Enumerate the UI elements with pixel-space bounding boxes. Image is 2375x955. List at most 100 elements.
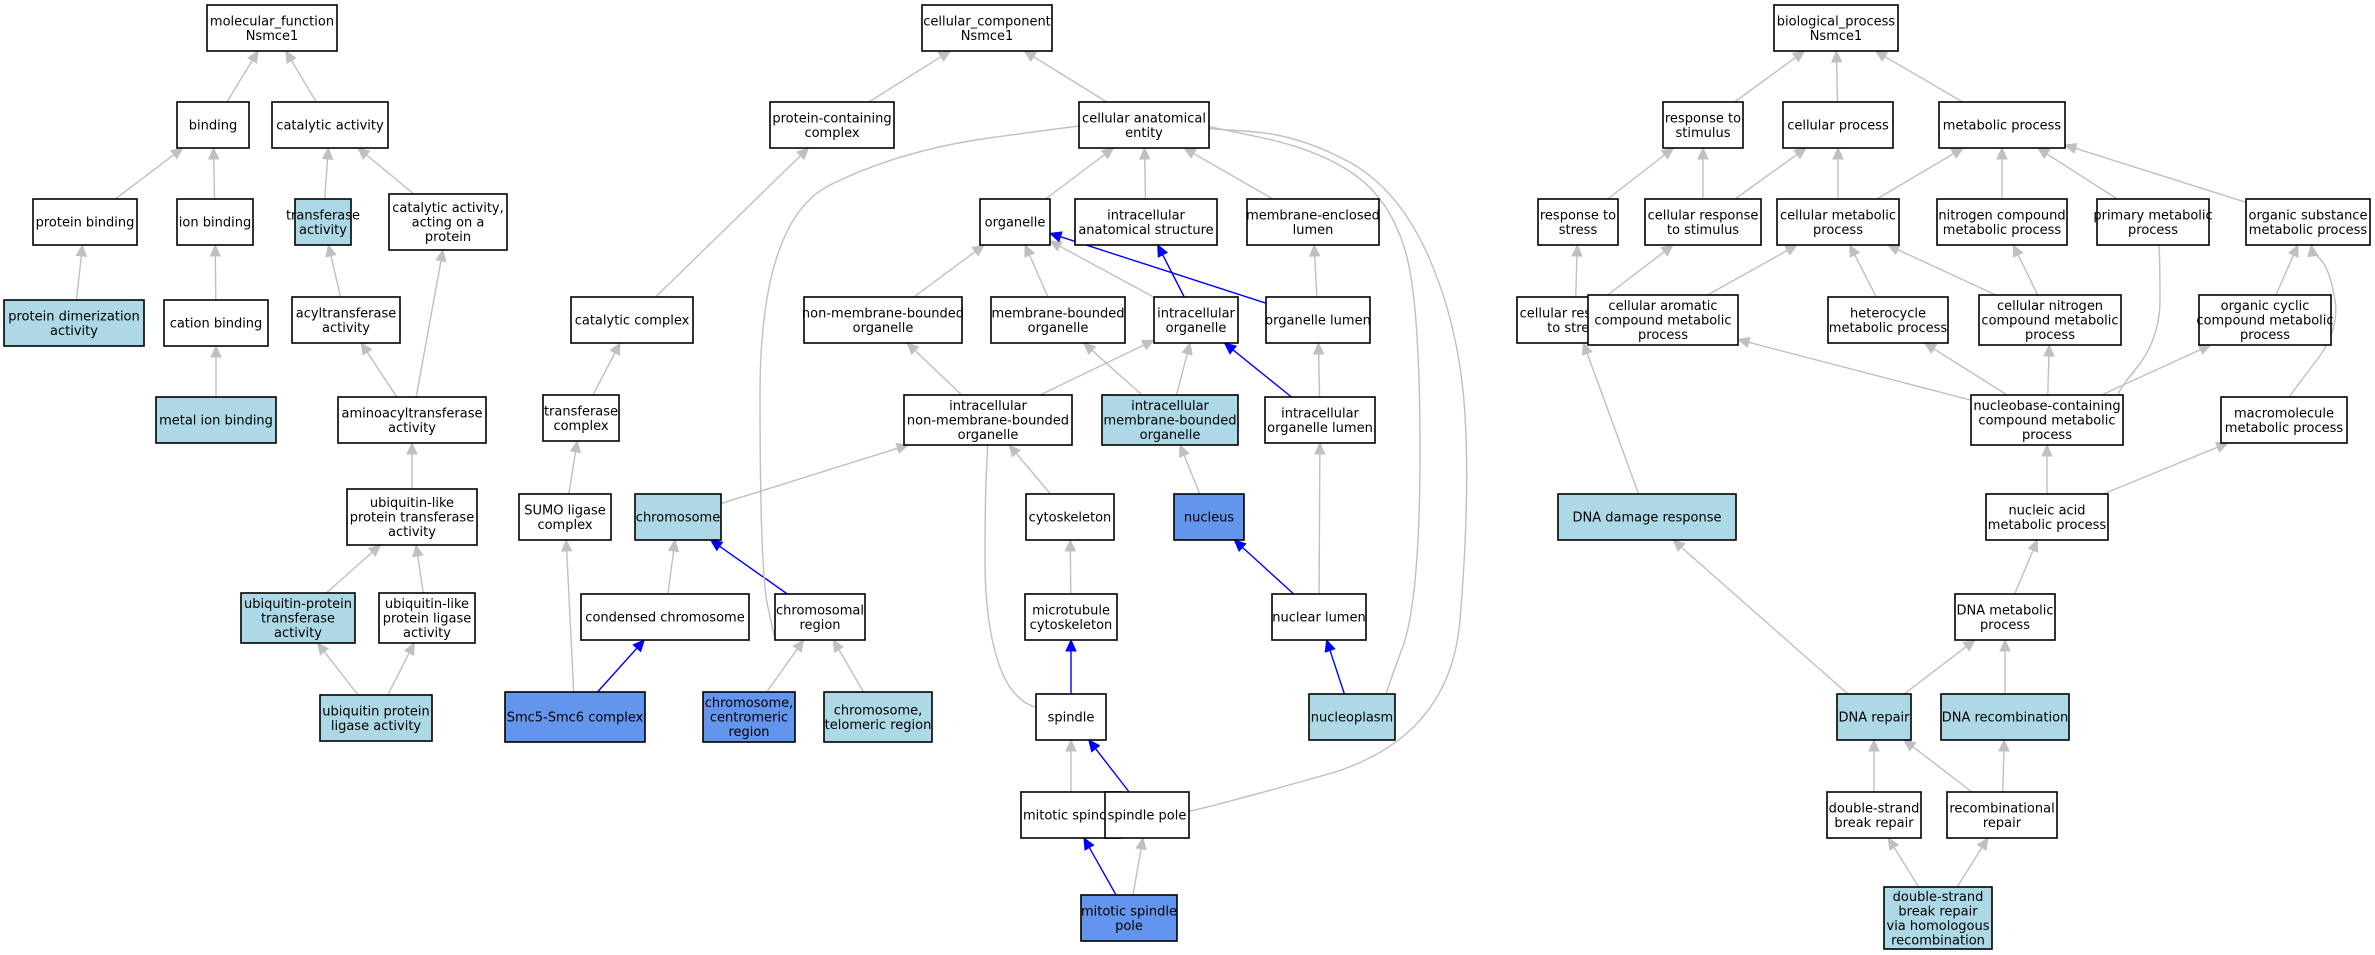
edge-line [1198,124,1421,695]
go-term-cytoskeleton: cytoskeleton [1025,493,1115,541]
term-box [1153,296,1239,344]
edge-line [596,647,638,693]
term-label-line: complex [553,419,608,434]
term-label-line: cellular nitrogen [1997,299,2103,314]
edge-layer [75,49,2337,896]
term-box [291,296,401,344]
arrowhead-icon [1141,339,1156,351]
term-label-line: transferase [286,208,360,223]
term-box [388,193,508,251]
edge-line [2101,348,2201,396]
arrowhead-icon [403,641,415,656]
edge-nucleobase-to-cell-nitrogen [2043,343,2055,396]
edge-line [1039,344,1145,396]
edge-line [1329,650,1346,695]
edge-mitspindlepole-to-spindlepole [1132,836,1147,896]
arrowhead-icon [2027,538,2039,553]
term-label-line: protein ligase [383,612,472,627]
edge-cell-resp-stress-to-cell-resp-stim [1604,244,1674,298]
edge-line [1912,746,1973,793]
edge-line [565,550,575,693]
edge-mitspindlepole-to-mitspindle [1083,836,1117,896]
term-label-line: microtubule [1032,603,1110,618]
term-label-line: organic substance [2249,208,2368,223]
arrowhead-icon [285,49,297,64]
term-label-line: double-strand [1893,890,1984,905]
term-box [1782,101,1894,149]
edge-nucleoplasm-to-nuclumen [1324,638,1346,695]
edge-nuclumen-to-intra-org-lumen [1314,441,1326,595]
edge-catalytic-to-mf [285,49,317,103]
edge-nitrogen-to-metproc [1996,146,2008,199]
edge-ubiqlike-to-aminoacyl [406,441,418,489]
edge-macromolecule-to-organic-sub [2288,243,2337,398]
term-box [1883,886,1993,950]
go-term-intra-nonmem: intracellularnon-membrane-boundedorganel… [903,394,1073,446]
edge-line [592,352,616,396]
term-label-line: spindle [1048,711,1095,726]
arrowhead-icon [1581,341,1593,356]
term-label-line: anatomical structure [1078,223,1213,238]
edge-line [1884,55,1963,103]
edge-metalion-to-cationbind [210,344,222,397]
go-term-smc: Smc5-Smc6 complex [504,691,646,743]
edge-nucleobase-to-aromatic [1736,336,1972,401]
term-label-line: membrane-bounded [1103,414,1236,429]
term-label-line: response to [1540,208,1616,223]
go-term-chromosome: chromosome [634,493,722,541]
term-box [990,296,1126,344]
term-label-line: cytoskeleton [1029,511,1112,526]
edge-line [1897,248,1997,296]
edge-line [323,651,359,696]
arrowhead-icon [1697,146,1709,160]
edge-ionbind-to-binding [207,146,220,200]
edge-line [1707,249,1788,296]
arrowhead-icon [971,244,985,257]
edge-line [387,652,410,696]
term-label-line: double-strand [1829,801,1920,816]
edge-intra-nonmem-to-intra-org [1039,339,1156,396]
term-box [1587,294,1739,346]
term-label-line: break repair [1898,904,1978,919]
term-label-line: organelle [1140,428,1201,443]
edge-cellmet-to-cellproc [1832,146,1844,199]
term-box [1264,396,1376,444]
arrowhead-icon [2307,243,2319,258]
term-label-line: Nsmce1 [961,29,1014,44]
edge-line [984,434,1037,708]
term-box [2245,198,2371,246]
term-label-line: mitotic spindle [1081,904,1177,919]
edge-line [1193,152,1274,200]
term-label-line: biological_process [1777,14,1896,29]
edge-line [720,447,898,505]
arrowhead-icon [667,538,680,553]
arrowhead-icon [1157,243,1169,258]
term-label-line: DNA metabolic [1956,603,2053,618]
term-label-line: recombinational [1949,801,2054,816]
term-box [2198,294,2332,346]
edge-cellmet-to-metproc [1876,147,1965,200]
arrowhead-icon [435,248,447,263]
arrowhead-icon [1183,147,1197,159]
term-label-line: to stimulus [1667,223,1739,238]
term-label-line: organelle lumen [1265,314,1371,329]
edge-organelle-to-cae [1045,147,1115,200]
term-box [1557,493,1737,541]
term-label-line: cellular response [1648,208,1759,223]
edge-line [1091,349,1143,396]
arrowhead-icon [1008,444,1021,458]
term-label-line: protein [425,230,471,245]
term-label-line: mitotic spindle [1023,809,1119,824]
term-label-line: transferase [544,404,618,419]
arrowhead-icon [2197,344,2212,356]
term-box [1985,493,2109,541]
